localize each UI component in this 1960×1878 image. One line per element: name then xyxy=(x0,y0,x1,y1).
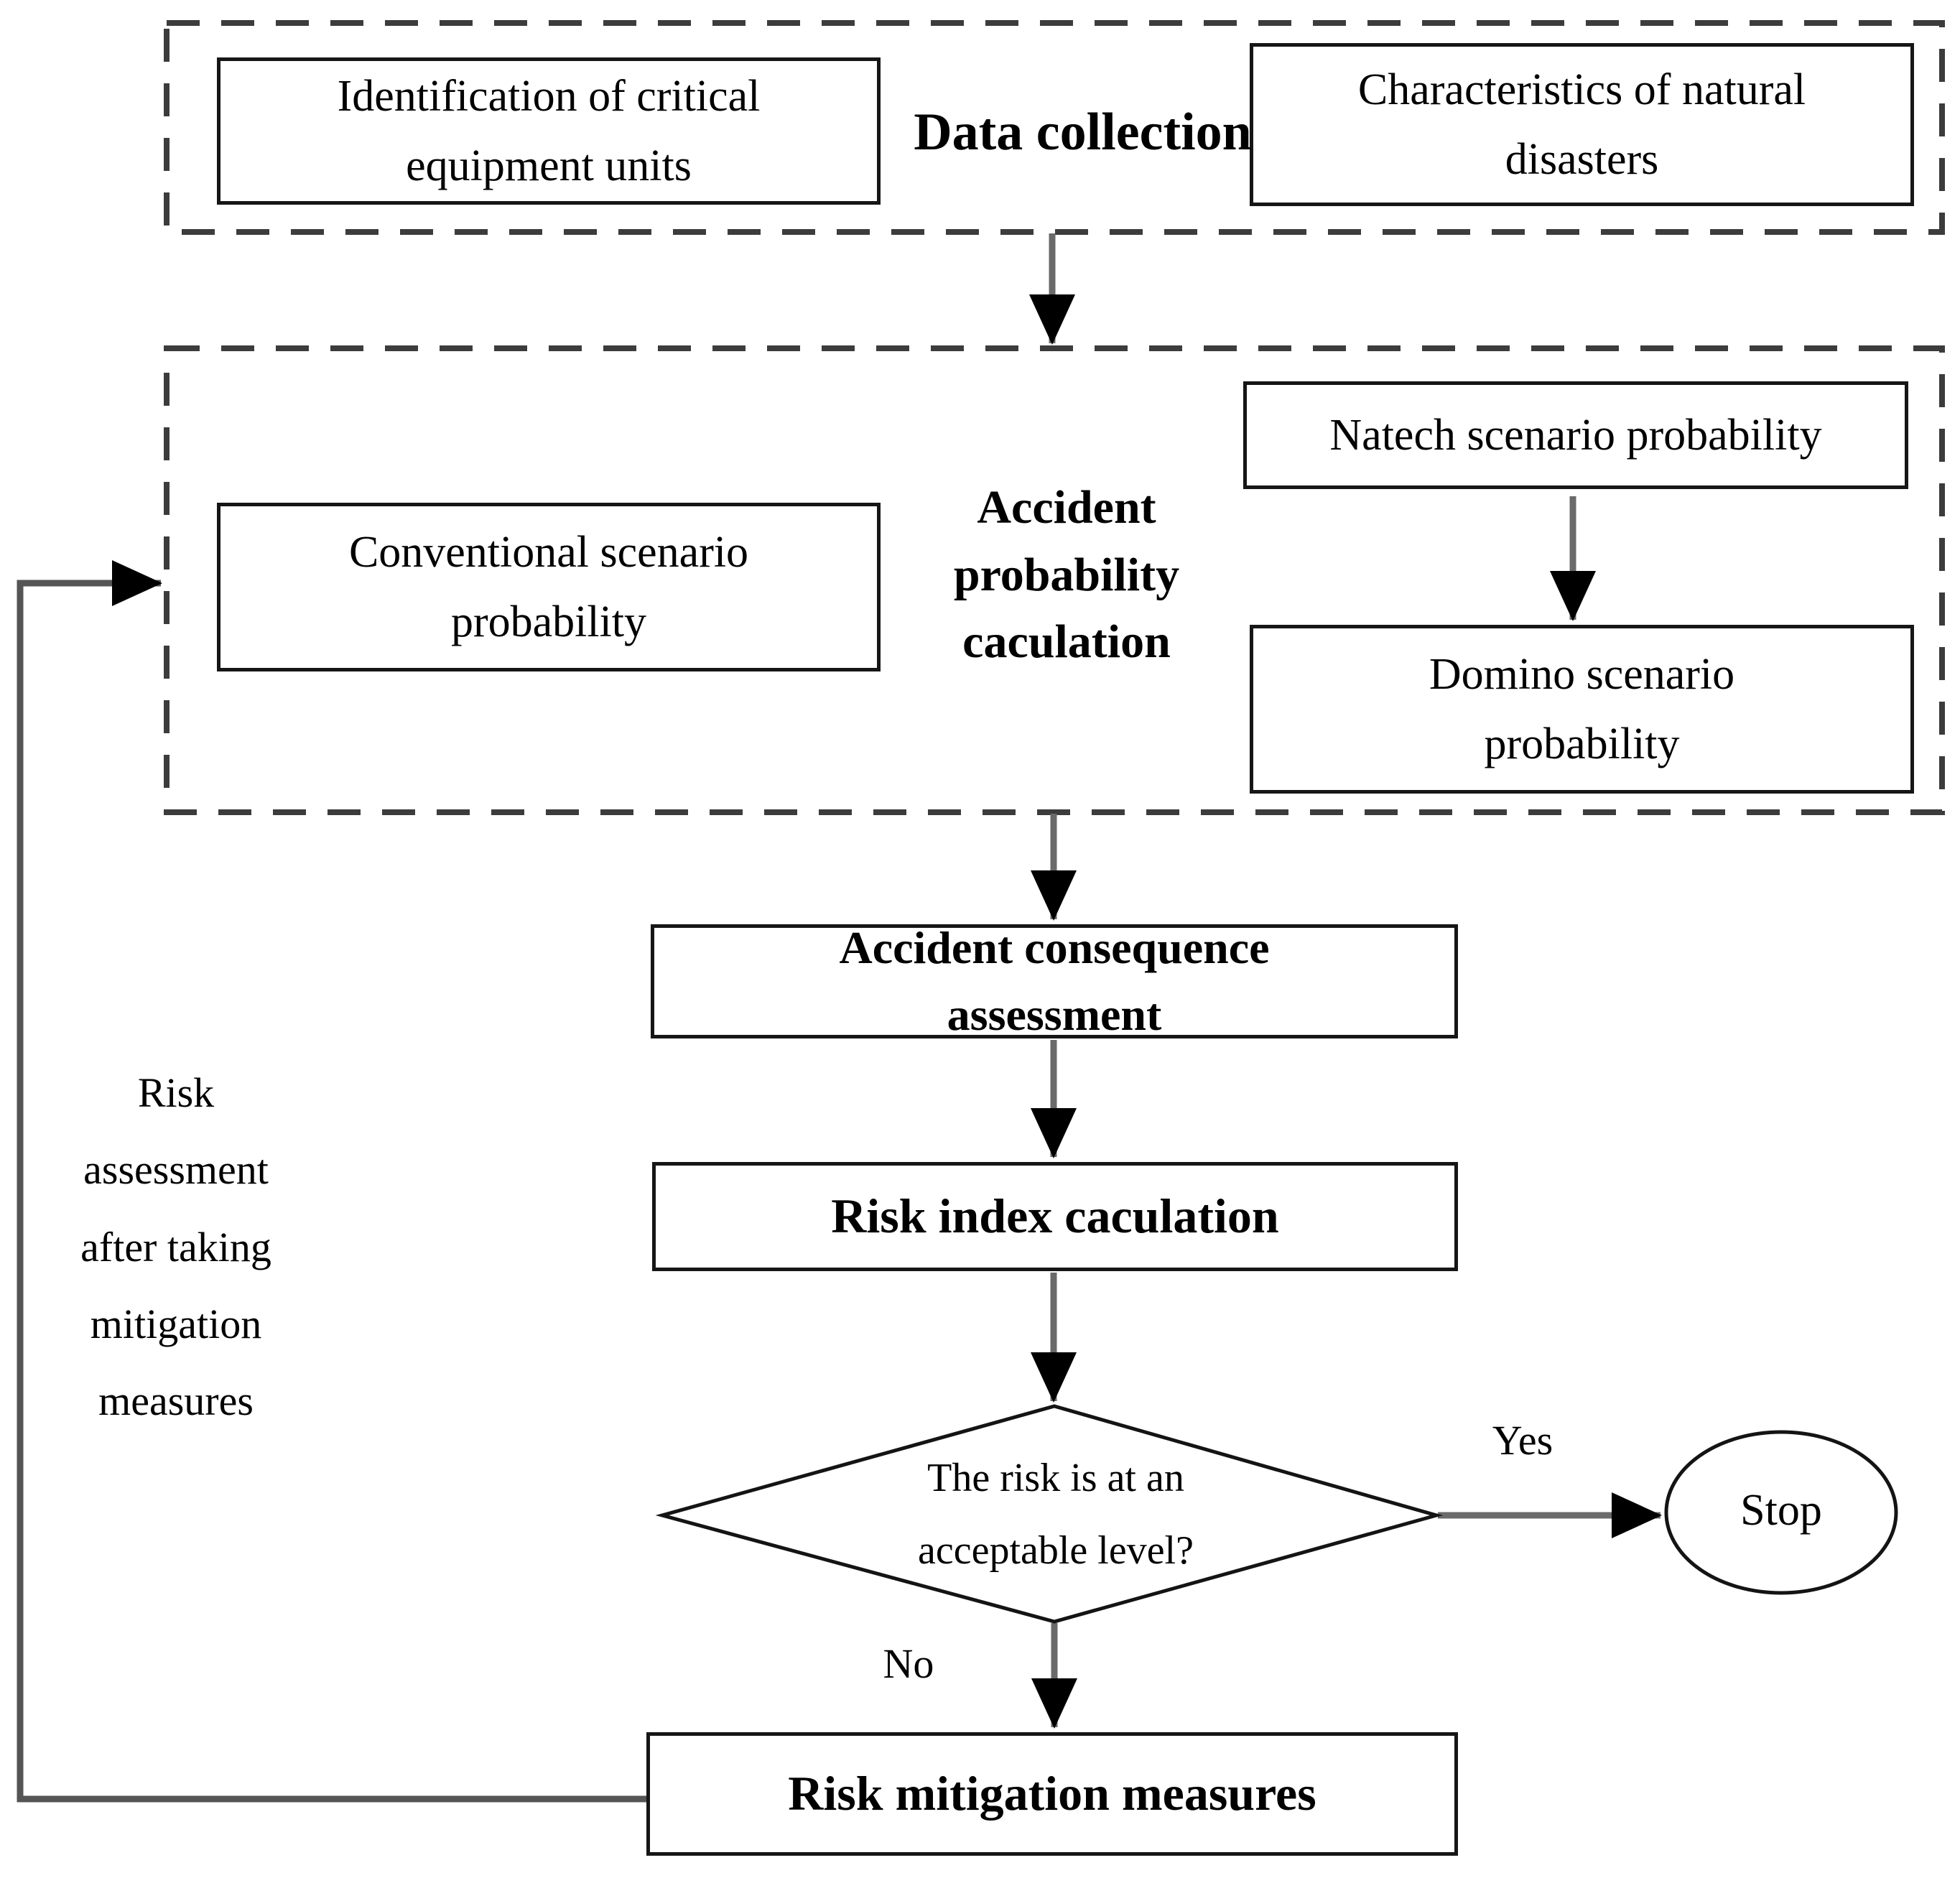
feedback-loop-note: Risk assessment after taking mitigation … xyxy=(80,1069,271,1425)
stop-label: Stop xyxy=(1740,1486,1822,1535)
data-collection-group-border xyxy=(164,20,1945,235)
node-identification-of-critical-equipment: Identification of critical equipment uni… xyxy=(217,57,881,205)
edge-mitigation-feedback-loop xyxy=(17,560,646,1803)
decision-question-text: The risk is at an acceptable level? xyxy=(918,1456,1194,1573)
accident-probability-group-border xyxy=(164,345,1945,815)
node-risk-index-calculation: Risk index caculation xyxy=(652,1162,1458,1271)
node-accident-consequence-assessment: Accident consequence assessment xyxy=(651,922,1458,1040)
decision-diamond xyxy=(655,1404,1444,1624)
stop-ellipse xyxy=(1664,1430,1898,1595)
node-risk-mitigation-measures: Risk mitigation measures xyxy=(646,1732,1458,1856)
node-characteristics-of-natural-disasters: Characteristics of natural disasters xyxy=(1250,43,1914,206)
edge-label-no: No xyxy=(883,1640,934,1687)
edge-label-yes: Yes xyxy=(1492,1417,1553,1464)
node-domino-scenario-probability: Domino scenario probability xyxy=(1250,625,1914,794)
group-title-accident-probability-calculation: Accident probability caculation xyxy=(953,481,1180,669)
group-title-data-collection: Data collection xyxy=(914,103,1252,162)
node-conventional-scenario-probability: Conventional scenario probability xyxy=(217,503,881,671)
node-natech-scenario-probability: Natech scenario probability xyxy=(1243,381,1908,489)
